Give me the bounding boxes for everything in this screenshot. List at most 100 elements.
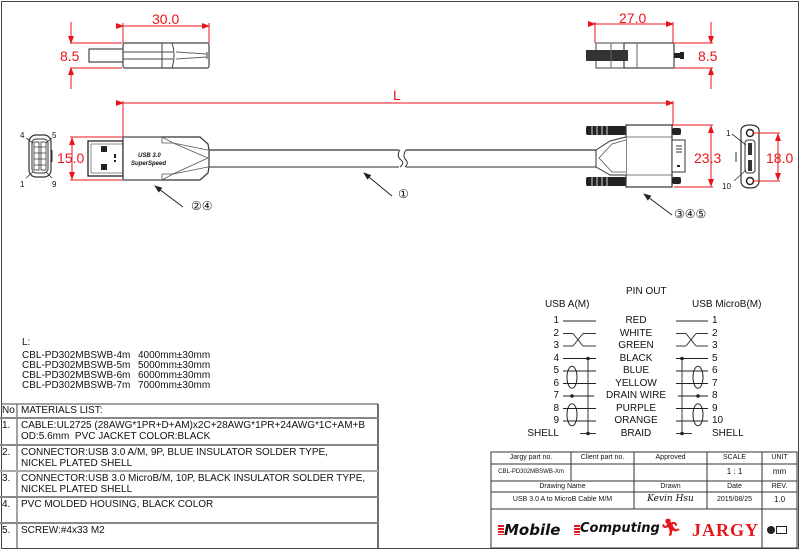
micro-b-pin-10-label: 10 (722, 182, 731, 191)
usb-a-thickness-dimension (68, 22, 122, 89)
usb-a-length-dimension (116, 23, 210, 43)
pinout-wire-color: DRAIN WIRE (606, 390, 666, 401)
micro-b-thickness-label: 8.5 (698, 48, 718, 64)
junction-dot (570, 394, 574, 398)
length-list-label: L: (22, 337, 31, 348)
pinout-left-pin: 8 (553, 402, 559, 414)
usb-a-side-view (88, 42, 210, 69)
usb-a-face-view (25, 134, 53, 179)
pinout-wire-color: GREEN (618, 340, 654, 351)
pinout-title: PIN OUT (626, 286, 667, 297)
pinout-wire-color: BLACK (619, 352, 653, 364)
twisted-pair-icon (566, 403, 578, 427)
pinout-right-pin: 9 (712, 402, 718, 414)
running-man-icon: 🏃︎ (660, 518, 682, 537)
pinout-right-pin: 7 (712, 377, 718, 389)
tb-date-header: Date (727, 483, 742, 490)
pinout-wire-color: BRAID (620, 427, 652, 439)
pinout-right-pin: 8 (712, 390, 718, 401)
micro-b-face-view (731, 124, 760, 189)
cable-callout-leader (363, 172, 393, 197)
micro-b-plug-top-view (586, 124, 686, 188)
junction-dot (680, 431, 684, 436)
tb-client-part-header: Client part no. (580, 454, 625, 461)
tb-drawn-header: Drawn (660, 483, 681, 490)
tb-drawing-name-value: USB 3.0 A to MicroB Cable M/M (512, 496, 613, 503)
tb-rev-value: 1.0 (773, 495, 786, 504)
company-logo: Mobile Computing 🏃︎ JARGY (494, 518, 759, 544)
pinout-cross-right (685, 333, 697, 347)
pinout-left-pin: 5 (553, 365, 559, 376)
usb-a-thickness-label: 8.5 (60, 48, 80, 64)
pinout-wire-color: WHITE (619, 327, 653, 339)
junction-dot (680, 356, 684, 361)
micro-b-length-label: 27.0 (619, 10, 647, 26)
usb-a-pin-4-label: 4 (20, 131, 25, 140)
pinout-right-pin: 1 (712, 315, 718, 326)
pinout-left-pin: 2 (553, 327, 559, 339)
micro-b-callout-leader (643, 193, 673, 216)
pinout-wire-color: PURPLE (615, 402, 656, 414)
pinout-left-pin: 9 (553, 415, 559, 426)
usb-a-logo-line2: SuperSpeed (131, 161, 167, 167)
junction-dot (586, 356, 590, 361)
pinout-wire-color: ORANGE (614, 415, 658, 426)
title-block-frame (490, 451, 798, 549)
micro-b-screw-pitch-dimension (753, 132, 781, 182)
pinout-right-pin: 10 (712, 415, 724, 426)
pinout-left-header: USB A(M) (545, 299, 590, 310)
pinout-right-header: USB MicroB(M) (692, 299, 762, 310)
cable-length-label: L (393, 87, 401, 103)
materials-row: 4. PVC MOLDED HOUSING, BLACK COLOR (0, 496, 378, 524)
pinout-right-pin: 2 (712, 327, 718, 339)
materials-table: No MATERIALS LIST: 1. CABLE:UL2725 (28AW… (0, 404, 378, 548)
materials-row: 1. CABLE:UL2725 (28AWG*1PR+D+AM)x2C+28AW… (0, 417, 378, 445)
tb-jargy-part-value: CBL-PD302MBSWB-Xm (498, 469, 564, 475)
projection-symbol-icon (767, 524, 789, 536)
pinout-left-pin: 6 (553, 377, 559, 389)
usb-a-pin-5-label: 5 (52, 131, 57, 140)
twisted-pair-icon (566, 365, 578, 389)
usb-a-width-label: 15.0 (57, 150, 85, 166)
pinout-wiring (563, 320, 708, 436)
pinout-right-pin: 3 (712, 340, 718, 351)
micro-b-screw-pitch-label: 18.0 (766, 150, 794, 166)
usb-a-length-label: 30.0 (152, 11, 180, 27)
tb-scale-value: 1 : 1 (726, 467, 743, 476)
callout-cable: ① (398, 187, 409, 201)
pinout-right-pin: 6 (712, 365, 718, 376)
tb-unit-value: mm (772, 467, 787, 476)
materials-row: 3. CONNECTOR:USB 3.0 MicroB/M, 10P, BLAC… (0, 470, 378, 498)
usb-a-callout-leader (154, 185, 184, 208)
micro-b-length-dimension (588, 21, 674, 43)
pinout-left-pin: 3 (553, 340, 559, 351)
usb-a-logo-line1: USB 3.0 (138, 153, 161, 159)
materials-table-frame (1, 403, 379, 548)
micro-b-thickness-dimension (675, 22, 714, 89)
tb-jargy-part-header: Jargy part no. (509, 454, 553, 461)
micro-b-width-dimension (674, 124, 714, 188)
tb-drawn-signature: Kevin Hsu (647, 494, 694, 504)
cable-length-dimension (116, 100, 674, 140)
callout-usb-a: ②④ (191, 199, 213, 213)
tb-unit-header: UNIT (771, 454, 788, 461)
callout-micro-b: ③④⑤ (674, 207, 707, 221)
logo-speed-lines-icon (498, 525, 504, 535)
pinout-wire-color: RED (625, 315, 647, 326)
pinout-wire-color: BLUE (622, 365, 650, 376)
tb-scale-header: SCALE (723, 454, 746, 461)
micro-b-width-label: 23.3 (694, 150, 722, 166)
micro-b-side-view (586, 42, 684, 69)
logo-jargy-text: JARGY (692, 520, 759, 540)
micro-b-pin-1-label: 1 (726, 129, 731, 138)
tb-rev-header: REV. (771, 483, 788, 490)
tb-approved-header: Approved (655, 454, 686, 461)
